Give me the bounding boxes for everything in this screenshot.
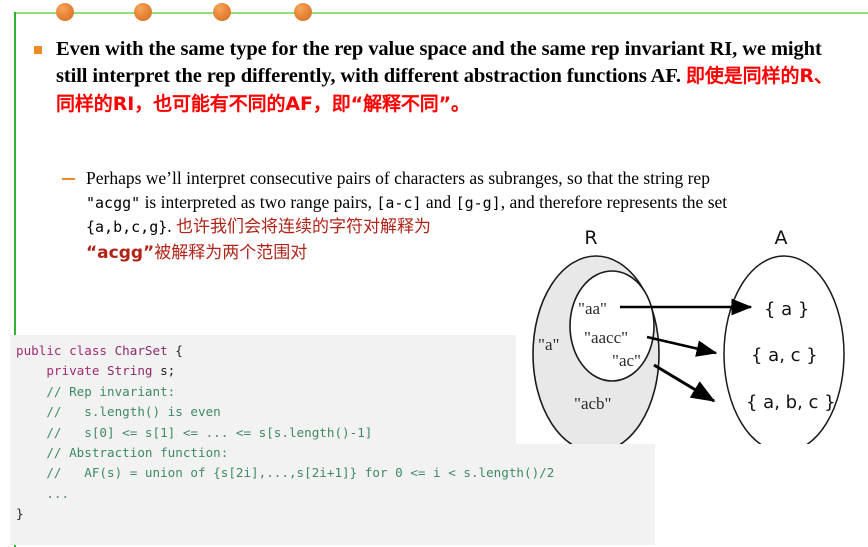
dash-bullet-icon <box>62 178 75 180</box>
code-line: public class CharSet { <box>16 341 655 361</box>
code-token <box>16 384 46 399</box>
sub-text-part5: . <box>167 216 172 237</box>
code-token <box>16 445 46 460</box>
label-A: A <box>775 227 788 249</box>
sub-code-range-ac: [a-c] <box>376 194 422 213</box>
arrow-aacc-to-set-ac <box>646 335 718 357</box>
code-token <box>107 343 115 358</box>
main-bullet-text: Even with the same type for the rep valu… <box>56 36 834 118</box>
abstract-value-set-abc: { a, b, c } <box>746 392 836 413</box>
rep-to-abstract-diagram: R A "aa" "aacc" "ac" "a" "acb" <box>516 226 868 444</box>
code-line: // s[0] <= s[1] <= ... <= s[s.length()-1… <box>16 423 655 443</box>
code-token: { <box>167 343 183 358</box>
abstract-space-ellipse <box>723 255 845 444</box>
sub-text-part4: , and therefore represents the set <box>500 192 728 213</box>
code-token: // AF(s) = union of {s[2i],...,s[2i+1]} … <box>46 465 555 481</box>
code-token <box>16 404 46 419</box>
sub-code-range-gg: [g-g] <box>455 194 501 213</box>
sub-text-part1: Perhaps we’ll interpret consecutive pair… <box>86 168 710 188</box>
abstract-value-set-a: { a } <box>764 299 809 320</box>
code-token: s; <box>152 363 176 379</box>
arrow-ac-to-set-abc <box>653 363 716 403</box>
rep-value-a: "a" <box>538 335 559 354</box>
label-R: R <box>584 227 597 249</box>
code-line: // Rep invariant: <box>16 382 655 402</box>
code-token: public class <box>16 343 107 358</box>
code-line: } <box>16 504 655 524</box>
code-token: private <box>46 363 100 379</box>
code-token <box>16 465 46 480</box>
top-dot-1 <box>56 3 74 21</box>
sub-zh-line2: 被解释为两个范围对 <box>154 242 308 263</box>
code-token: ... <box>46 485 70 501</box>
sub-bullet: Perhaps we’ll interpret consecutive pair… <box>62 166 762 265</box>
sub-code-acgg: "acgg" <box>86 194 141 213</box>
main-bullet: Even with the same type for the rep valu… <box>34 36 834 118</box>
top-rule-line <box>14 12 868 14</box>
sub-text-part2: is interpreted as two range pairs, <box>140 192 377 213</box>
code-token: // Rep invariant: <box>46 383 176 399</box>
sub-text-part3: and <box>421 192 456 213</box>
left-rule-line <box>14 12 16 547</box>
top-dot-4 <box>294 3 312 21</box>
code-token: CharSet <box>114 343 168 358</box>
top-dot-2 <box>134 3 152 21</box>
code-token <box>16 425 46 440</box>
sub-zh-quote: “acgg” <box>86 242 155 263</box>
main-bullet-zh: 即使是同样的R、同样的RI，也可能有不同的AF，即“解释不同”。 <box>56 65 833 115</box>
rep-value-aa: "aa" <box>578 299 607 318</box>
code-line: ... <box>16 484 655 504</box>
rep-value-ac: "ac" <box>612 351 641 370</box>
code-token <box>16 363 46 378</box>
rep-value-aacc: "aacc" <box>584 328 628 347</box>
code-token: // Abstraction function: <box>46 444 229 460</box>
square-bullet-icon <box>34 46 42 54</box>
rep-subset-ellipse <box>569 270 655 382</box>
code-line: // Abstraction function: <box>16 443 655 463</box>
code-token <box>16 486 46 501</box>
sub-bullet-text: Perhaps we’ll interpret consecutive pair… <box>86 166 762 265</box>
rep-value-acb: "acb" <box>574 394 611 413</box>
main-bullet-en: Even with the same type for the rep valu… <box>56 38 822 88</box>
code-token: // s.length() is even <box>46 404 221 420</box>
code-token: String <box>107 363 153 379</box>
sub-code-set: {a,b,c,g} <box>86 218 168 237</box>
sub-zh-line1: 也许我们会将连续的字符对解释为 <box>176 217 432 238</box>
abstract-value-set-ac: { a, c } <box>751 345 818 366</box>
code-token: } <box>16 506 24 522</box>
code-line: // AF(s) = union of {s[2i],...,s[2i+1]} … <box>16 463 655 483</box>
code-line: // s.length() is even <box>16 402 655 422</box>
code-token: // s[0] <= s[1] <= ... <= s[s.length()-1… <box>46 424 373 440</box>
top-dot-3 <box>213 3 231 21</box>
code-line: private String s; <box>16 361 655 381</box>
code-token <box>99 363 107 378</box>
